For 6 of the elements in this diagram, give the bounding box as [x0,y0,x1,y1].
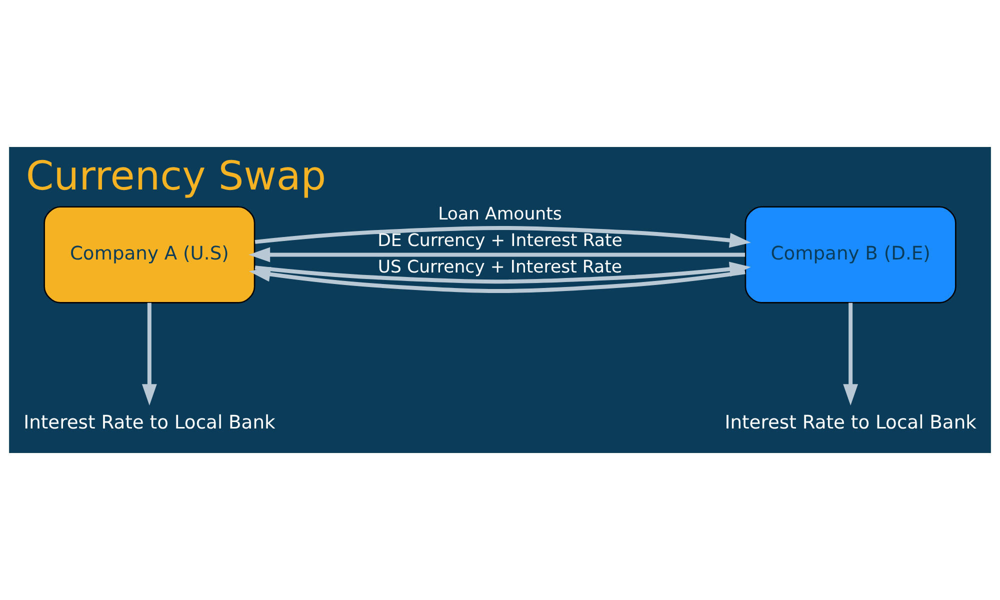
node-text: Interest Rate to Local Bank [724,412,976,434]
edge-label: US Currency + Interest Rate [378,258,622,278]
edge-label: DE Currency + Interest Rate [378,230,622,251]
node-text: Interest Rate to Local Bank [24,412,276,434]
edge-label: Loan Amounts [438,204,562,224]
diagram-title: Currency Swap [26,154,326,200]
